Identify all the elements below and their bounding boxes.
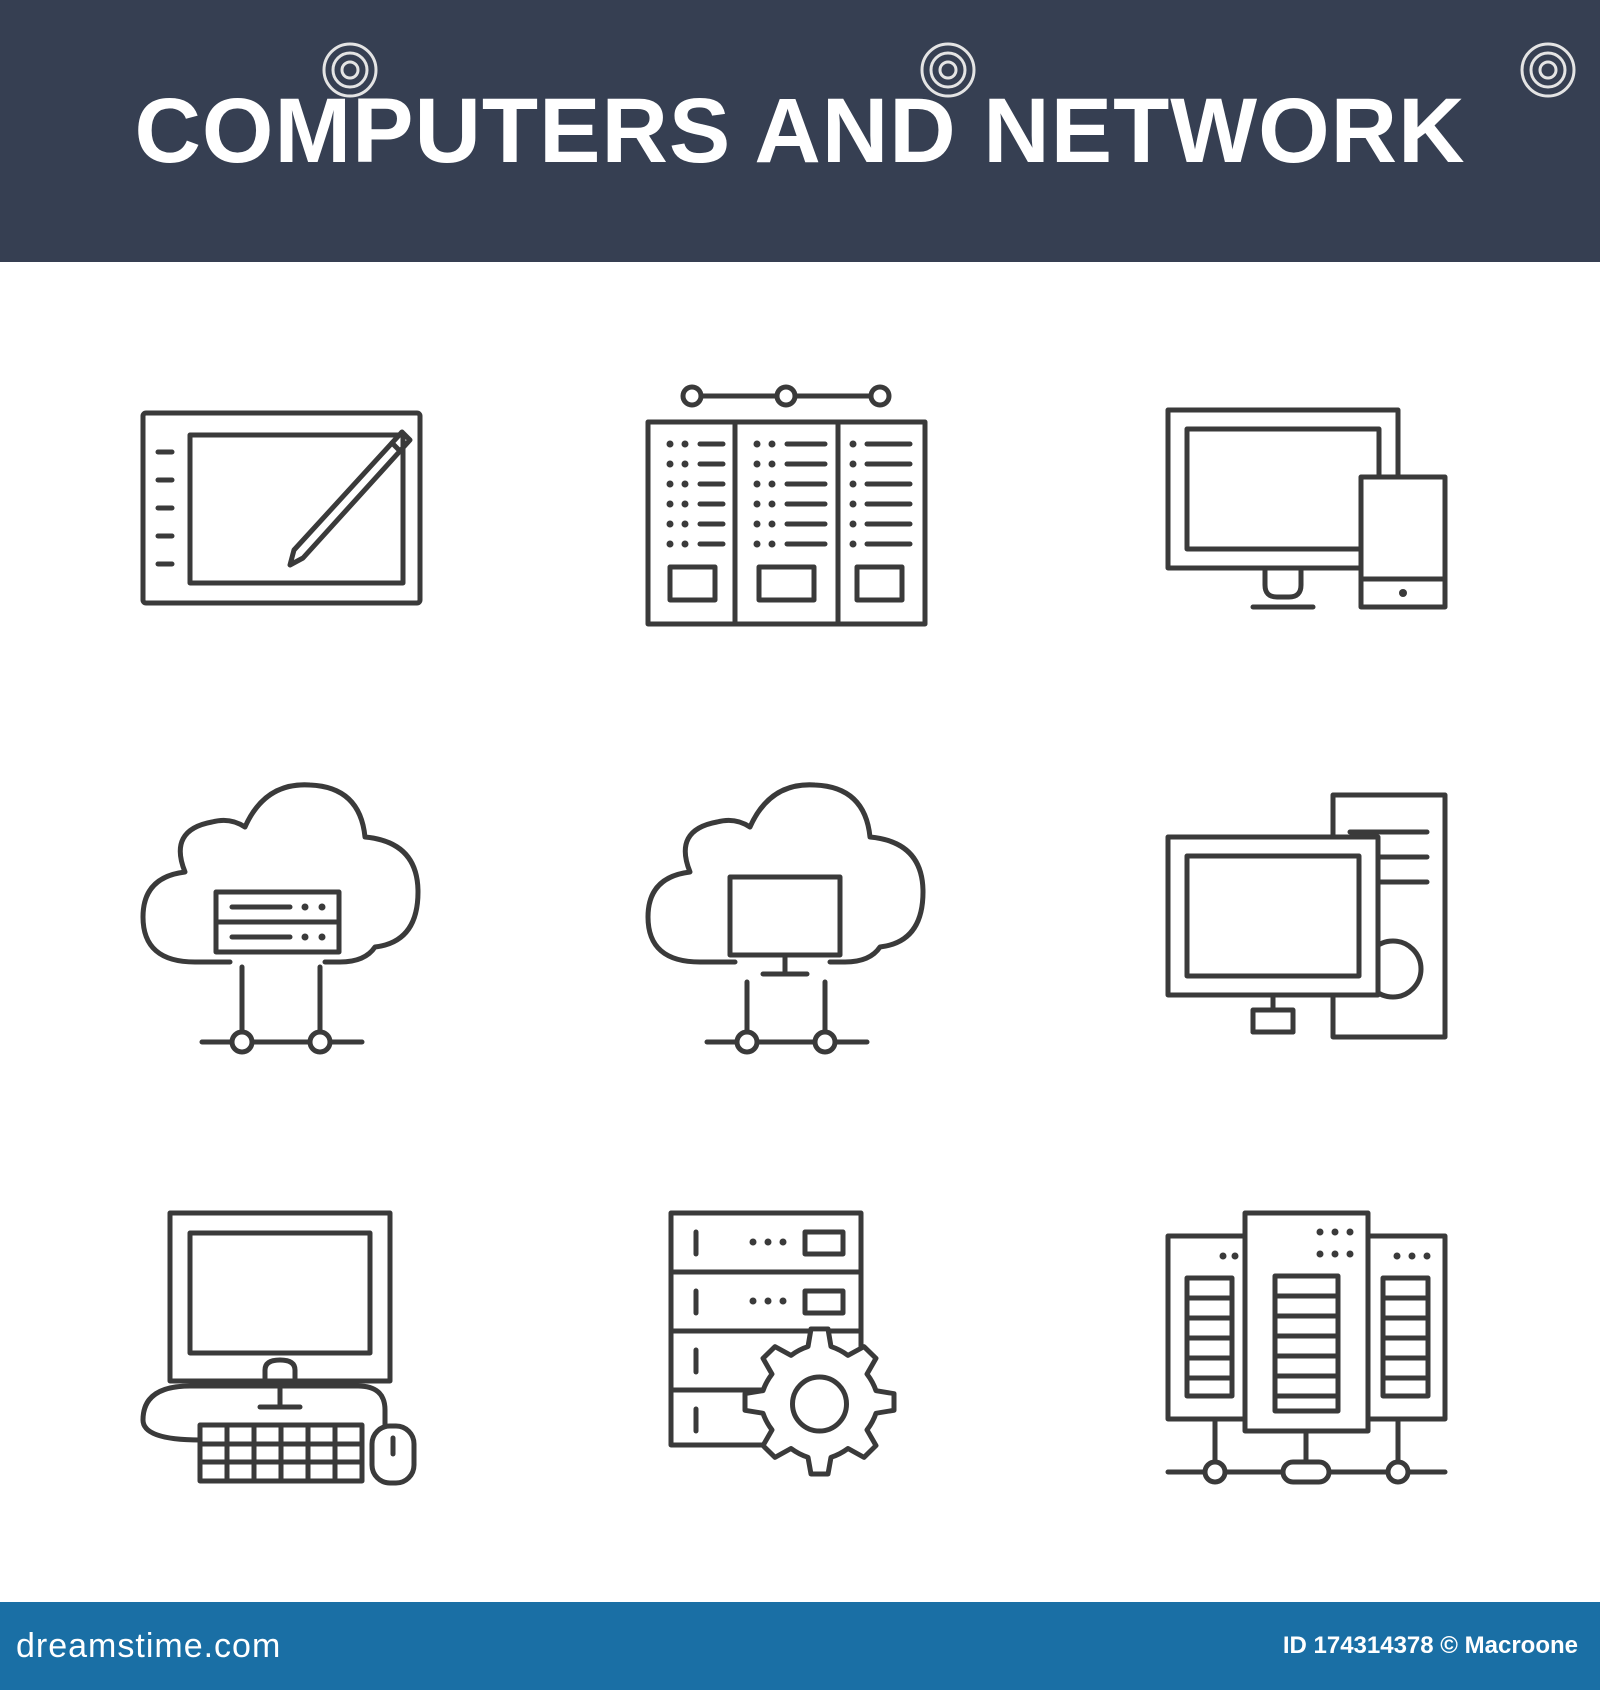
graphic-tablet-icon <box>140 410 425 610</box>
server-settings-gear-icon <box>668 1210 918 1490</box>
desktop-computer-tower-icon <box>1165 792 1450 1042</box>
server-racks-network-icon <box>645 374 930 629</box>
header-banner: COMPUTERS AND NETWORK <box>0 0 1600 262</box>
monitor-and-smartphone-icon <box>1165 407 1450 612</box>
server-cluster-network-icon <box>1165 1210 1450 1485</box>
computer-keyboard-mouse-icon <box>140 1210 425 1486</box>
cloud-server-network-icon <box>140 782 425 1057</box>
footer-bar: dreamstime.com ID 174314378 © Macroone <box>0 1602 1600 1690</box>
icon-grid <box>0 262 1600 1602</box>
page-title: COMPUTERS AND NETWORK <box>134 79 1466 182</box>
dreamstime-logo[interactable]: dreamstime.com <box>16 1626 282 1665</box>
image-credit: ID 174314378 © Macroone <box>1282 1632 1578 1659</box>
cloud-computer-network-icon <box>645 782 930 1057</box>
